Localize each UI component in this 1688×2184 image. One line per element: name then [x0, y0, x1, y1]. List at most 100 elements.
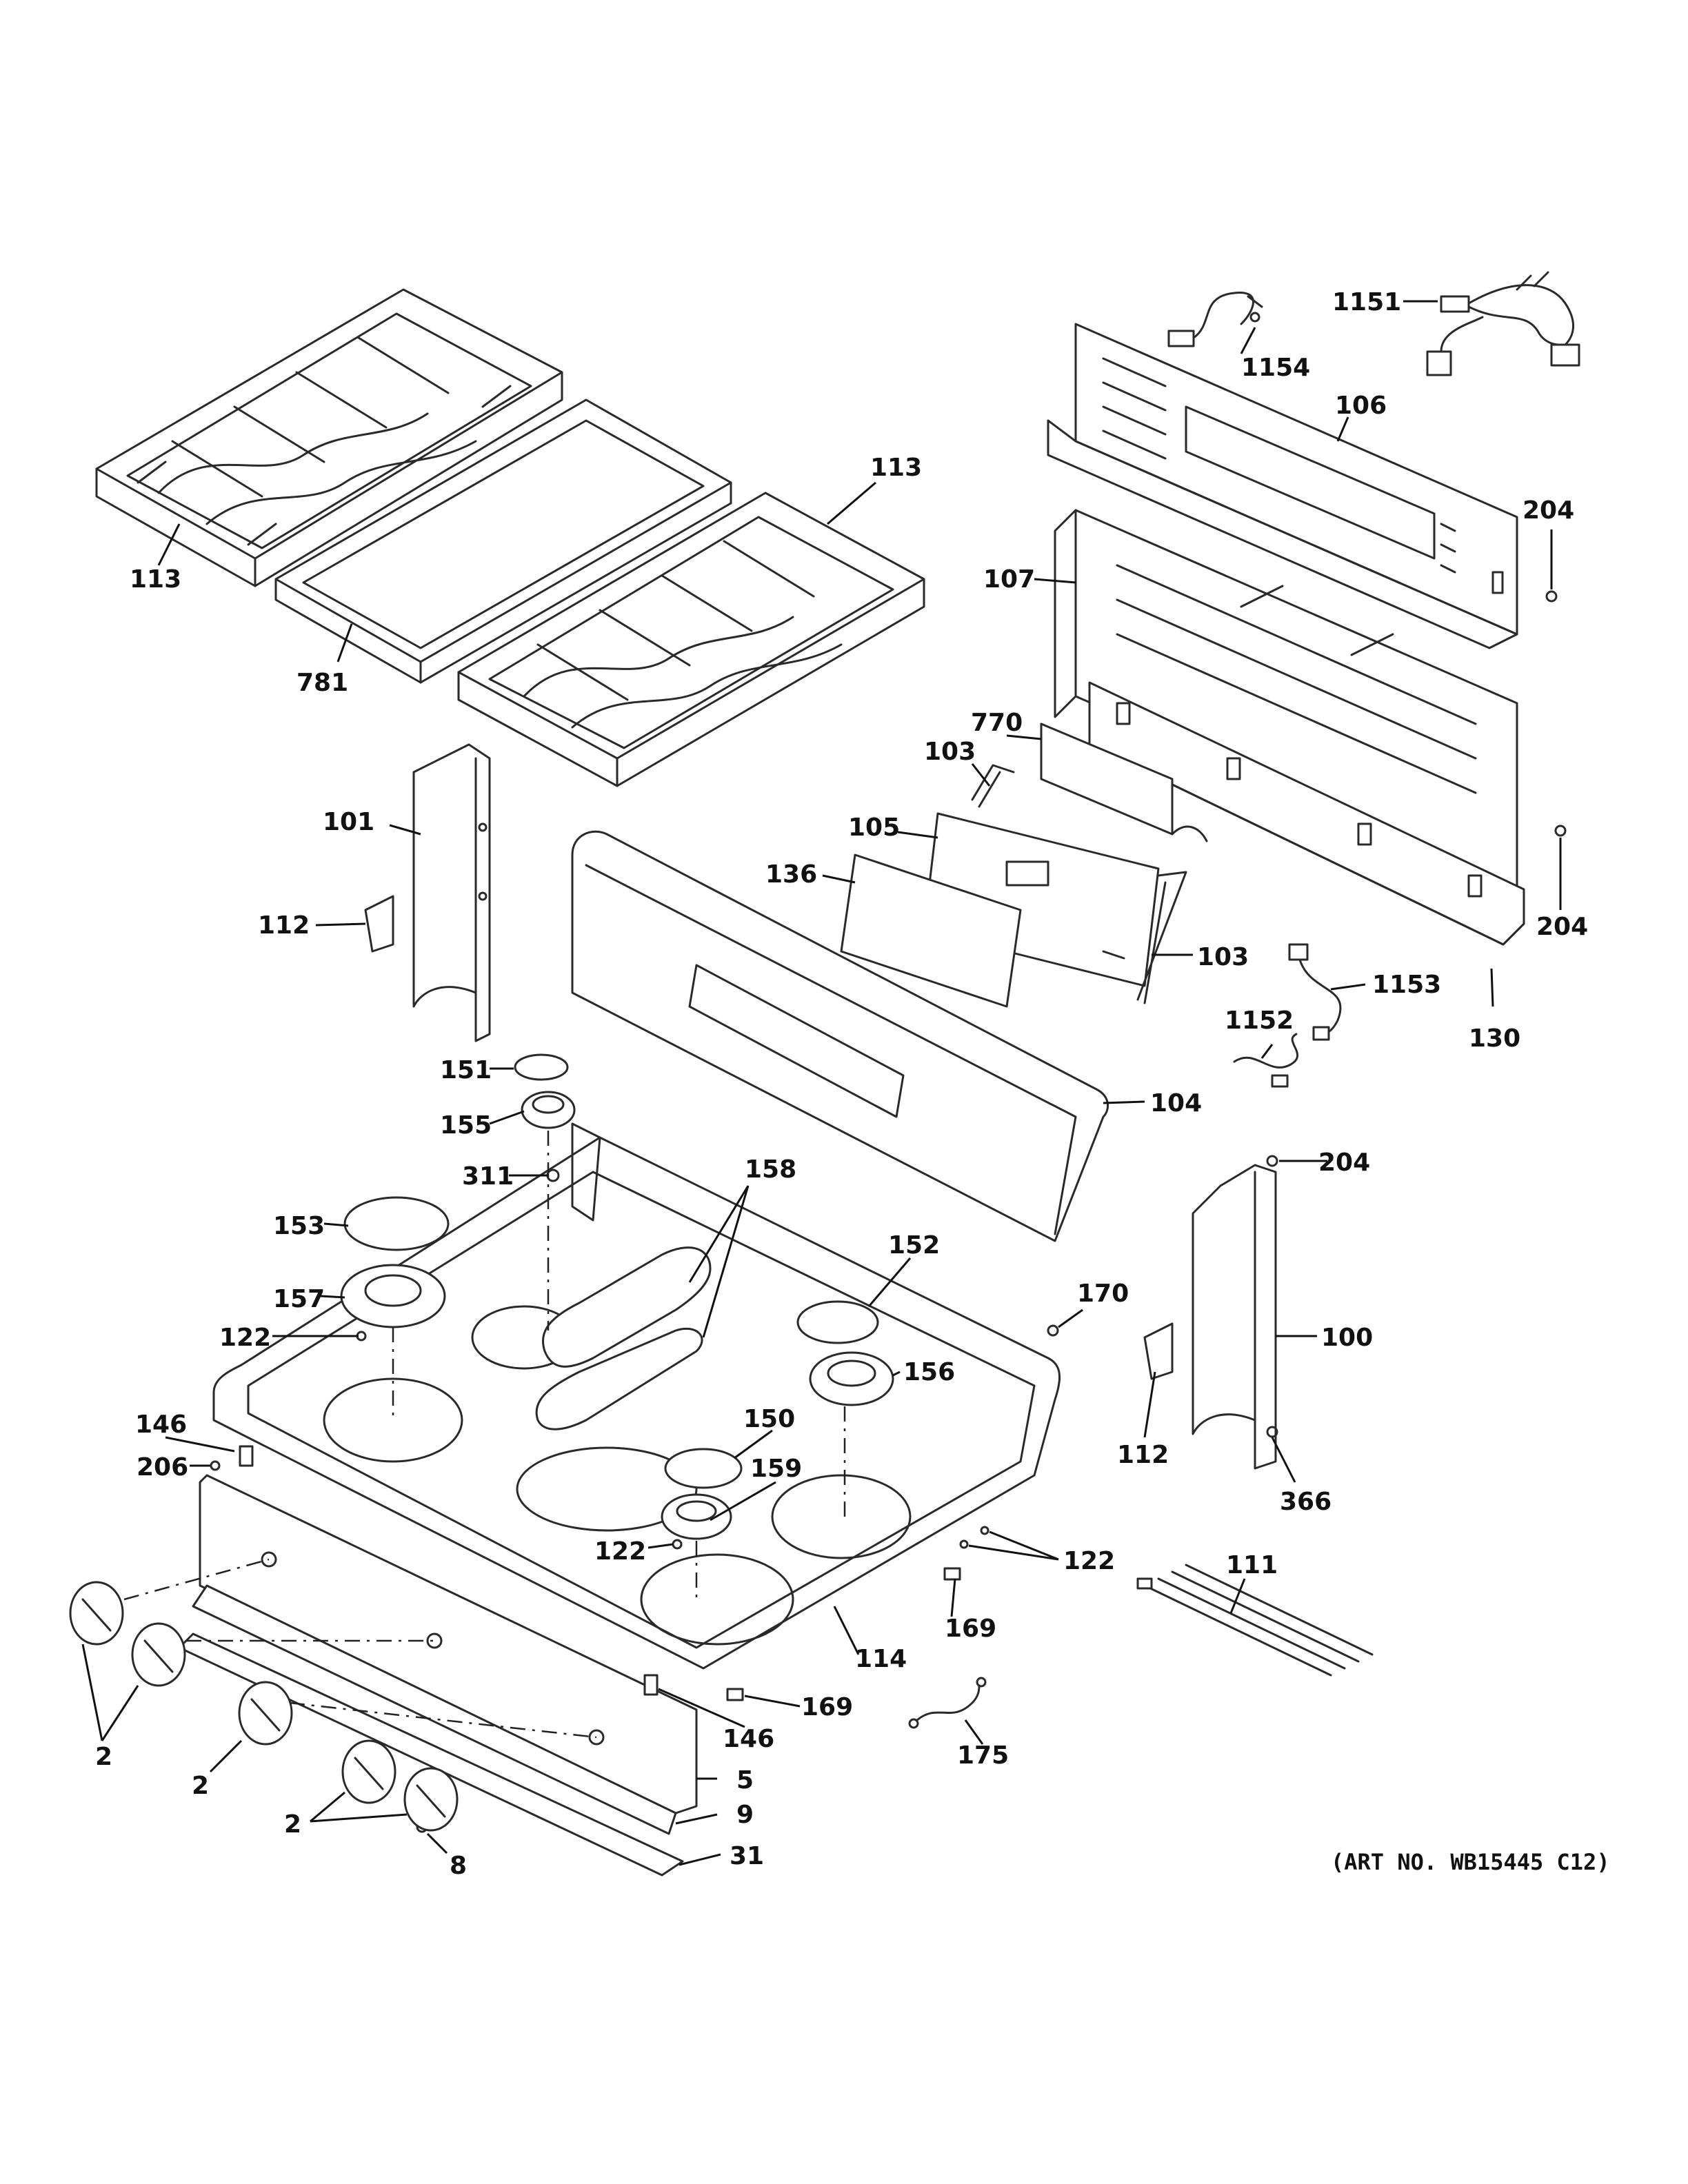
callout-2-b: 2	[192, 1772, 209, 1800]
callout-labels: 113 113 781 1151 1154 106 204 107 770 10…	[95, 288, 1588, 1880]
hinge-112-left	[364, 895, 394, 953]
callout-136: 136	[765, 860, 817, 889]
wire-harness-1152	[1233, 1033, 1299, 1088]
callout-150: 150	[743, 1405, 795, 1433]
callout-151: 151	[440, 1056, 492, 1084]
art-number: (ART NO. WB15445 C12)	[1331, 1849, 1610, 1875]
callout-122-left: 122	[219, 1324, 271, 1352]
clip-146-right	[643, 1674, 659, 1696]
callout-2-a: 2	[95, 1743, 112, 1771]
callout-1152: 1152	[1225, 1007, 1294, 1035]
burner-head-159	[661, 1493, 732, 1540]
cooktop-114	[212, 1122, 1061, 1670]
callout-770: 770	[971, 709, 1023, 737]
display-overlay-136	[840, 853, 1022, 1008]
callout-204-side: 204	[1318, 1149, 1370, 1177]
burner-head-157	[340, 1264, 446, 1328]
explode-line-knobs	[123, 1558, 597, 1739]
screw-366	[1266, 1426, 1278, 1438]
callout-107: 107	[983, 565, 1035, 594]
burner-cap-150	[664, 1448, 743, 1489]
callout-153: 153	[273, 1212, 325, 1240]
callout-206: 206	[137, 1453, 188, 1482]
callout-169-upper: 169	[945, 1615, 996, 1643]
callout-169-lower: 169	[801, 1693, 853, 1721]
side-panel-100	[1192, 1164, 1277, 1470]
leader-lines	[81, 300, 1562, 1866]
control-knob-4	[341, 1739, 396, 1804]
callout-204-right: 204	[1536, 913, 1588, 941]
clip-146-left	[239, 1445, 254, 1467]
callout-101: 101	[323, 808, 374, 836]
callout-113-left: 113	[130, 565, 181, 594]
screw-206	[210, 1460, 221, 1471]
callout-31: 31	[730, 1842, 764, 1870]
callout-122-right: 122	[1063, 1547, 1115, 1575]
callout-111: 111	[1226, 1551, 1278, 1579]
clip-169-lower	[726, 1688, 744, 1701]
callout-146-right: 146	[723, 1725, 774, 1753]
burner-head-155	[521, 1091, 576, 1129]
burner-cap-151	[514, 1053, 569, 1081]
callout-106: 106	[1335, 392, 1387, 420]
control-knob-2	[131, 1622, 186, 1687]
callout-146-left: 146	[135, 1410, 187, 1439]
rear-panel-106	[1047, 323, 1518, 649]
callout-2-c: 2	[284, 1810, 301, 1839]
callout-100: 100	[1321, 1324, 1373, 1352]
griddle	[274, 398, 732, 684]
callout-170: 170	[1077, 1280, 1129, 1308]
callout-1151: 1151	[1332, 288, 1401, 316]
control-knob-5	[403, 1767, 459, 1832]
callout-104: 104	[1150, 1089, 1202, 1118]
callout-158: 158	[745, 1155, 796, 1184]
right-burner-grate	[457, 492, 925, 787]
wire-harness-1154	[1167, 291, 1263, 347]
clip-169-upper	[943, 1567, 961, 1581]
bracket-103-upper	[971, 764, 1015, 808]
side-panel-101	[412, 743, 491, 1042]
rear-trim-130	[1088, 681, 1525, 946]
callout-114: 114	[855, 1645, 907, 1673]
callout-1153: 1153	[1372, 971, 1441, 999]
callout-366: 366	[1280, 1488, 1332, 1516]
callout-1154: 1154	[1241, 354, 1310, 382]
callout-311: 311	[462, 1162, 514, 1191]
screw-204-side	[1266, 1155, 1278, 1167]
callout-781: 781	[297, 669, 348, 697]
hinge-112-right	[1143, 1322, 1174, 1380]
callout-9: 9	[736, 1801, 754, 1829]
wire-harness-111	[1136, 1564, 1374, 1677]
callout-103-lower: 103	[1197, 943, 1249, 971]
backguard-104	[571, 830, 1109, 1242]
callout-152: 152	[888, 1231, 940, 1260]
burner-head-156	[809, 1351, 894, 1406]
callout-105: 105	[848, 813, 900, 842]
burner-cap-153	[343, 1196, 450, 1251]
left-burner-grate	[95, 288, 563, 587]
callout-175: 175	[957, 1741, 1009, 1770]
callout-155: 155	[440, 1111, 492, 1140]
orifice-311	[546, 1169, 560, 1182]
callout-103-upper: 103	[924, 738, 976, 766]
callout-159: 159	[750, 1455, 802, 1483]
callout-112-right: 112	[1117, 1441, 1169, 1469]
callout-122-center: 122	[594, 1537, 646, 1566]
callout-8: 8	[450, 1852, 467, 1880]
callout-157: 157	[273, 1285, 325, 1313]
callout-112-left: 112	[258, 911, 310, 940]
control-knob-1	[69, 1581, 124, 1646]
callout-204-top: 204	[1523, 496, 1574, 525]
bracket-103-lower	[1136, 871, 1187, 1004]
bracket-770	[1040, 722, 1208, 842]
burner-cap-152	[796, 1300, 879, 1344]
manifold-panel-5	[199, 1474, 698, 1814]
callout-156: 156	[903, 1358, 955, 1386]
bracket-9	[192, 1584, 677, 1835]
callout-130: 130	[1469, 1024, 1520, 1053]
screw-170	[1047, 1324, 1059, 1337]
rear-panel-107	[1054, 509, 1518, 891]
screws-204-rear	[1545, 590, 1567, 837]
control-knob-3	[238, 1681, 293, 1746]
